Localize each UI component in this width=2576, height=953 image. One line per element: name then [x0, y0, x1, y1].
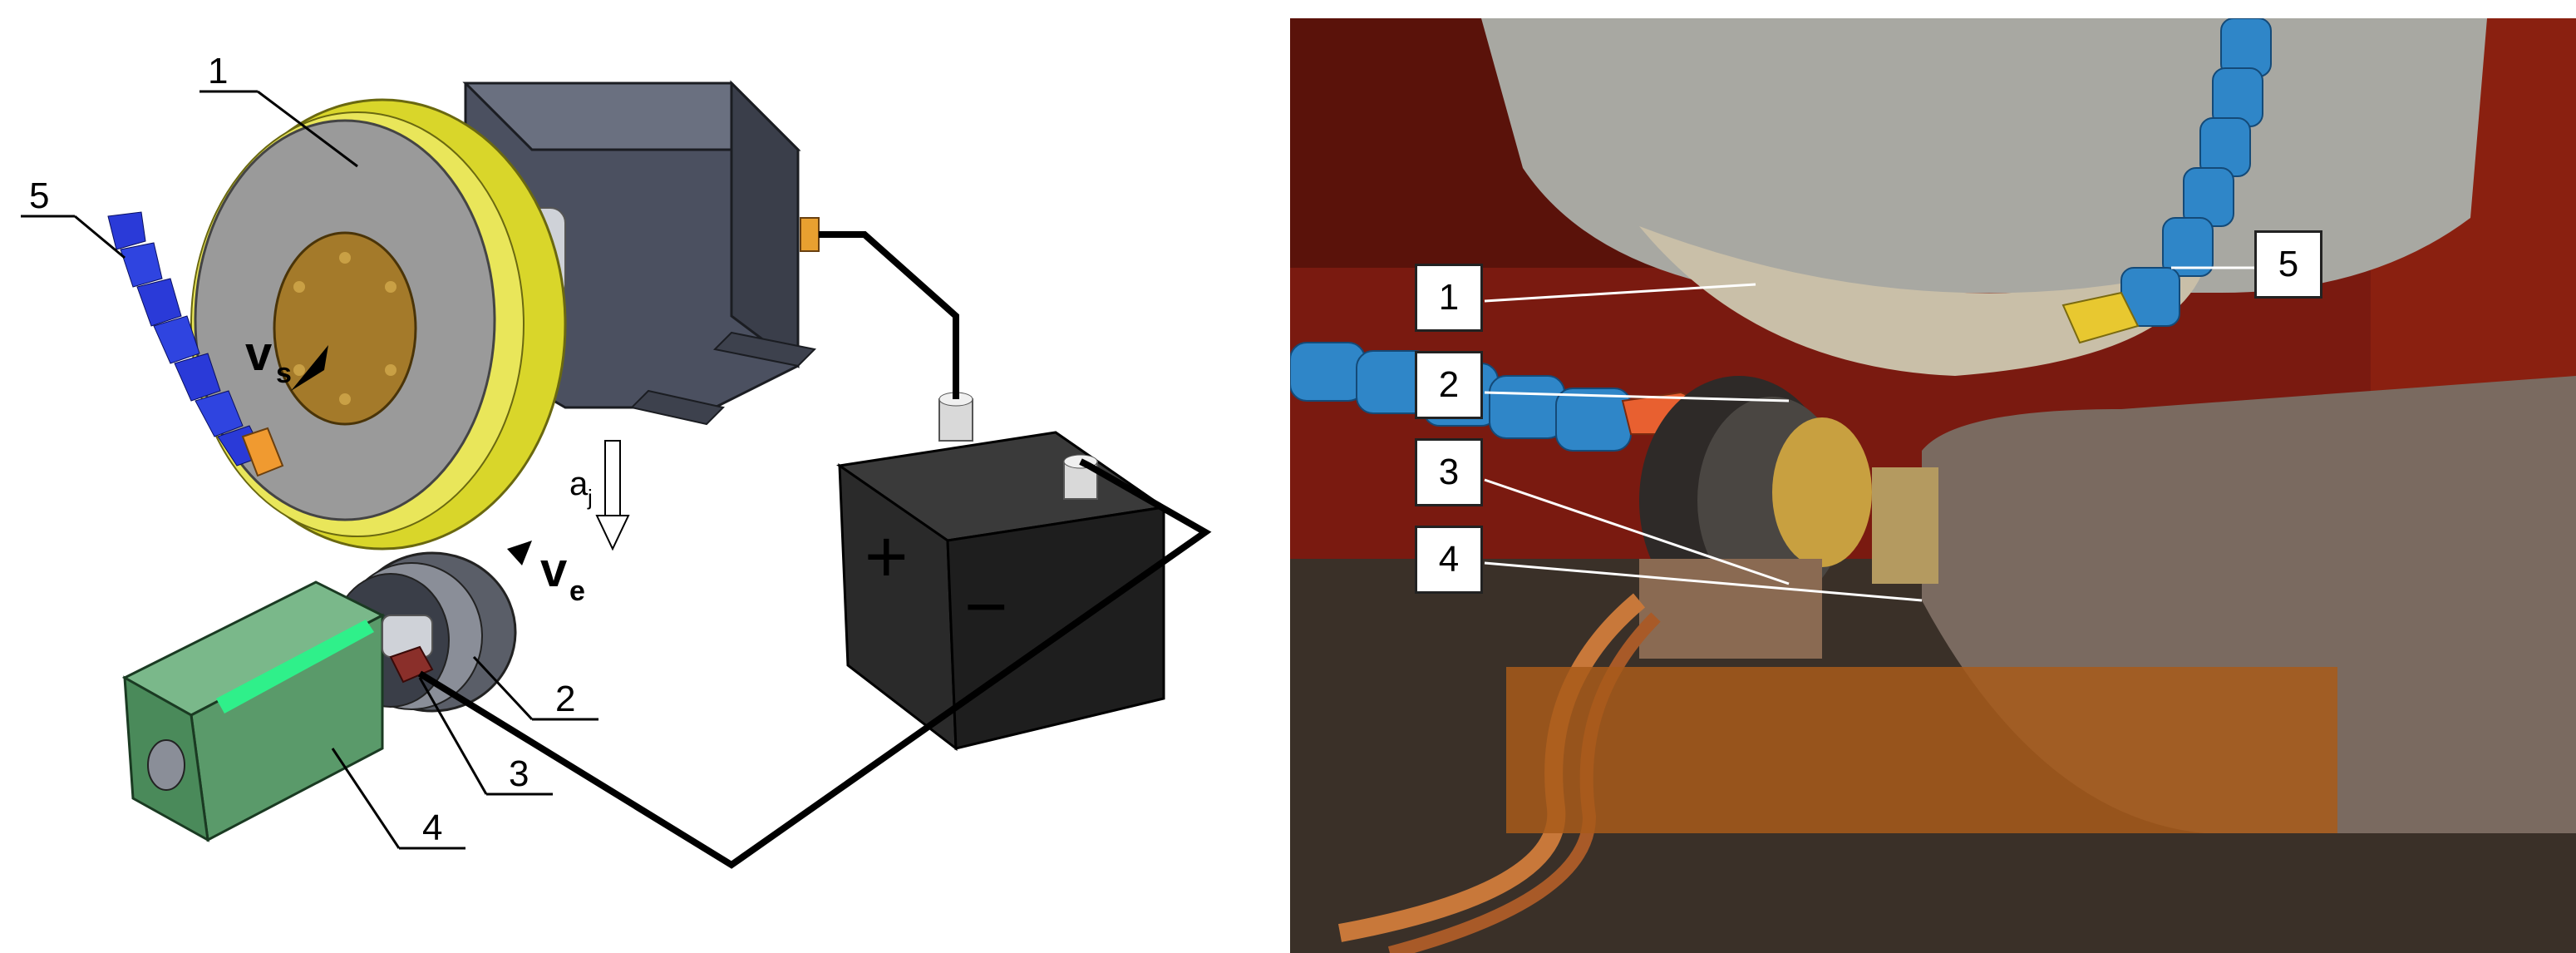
photo-grinding-wheel [1639, 226, 2204, 376]
photo-coolant-right [2061, 18, 2272, 344]
feed-label: a [569, 466, 589, 502]
battery: + − [836, 392, 1167, 752]
battery-plus: + [864, 516, 909, 599]
grinding-wheel [190, 98, 567, 551]
wheel-velocity-label: v [245, 327, 272, 381]
electrode-velocity-sub: e [569, 575, 585, 607]
motor-block [121, 580, 434, 842]
battery-minus: − [964, 565, 1008, 649]
photo-panel: 1 2 3 4 5 [1290, 18, 2576, 953]
photo-wheel-guard [1481, 18, 2487, 293]
photo-label-3: 3 [1415, 438, 1483, 506]
photo-base-plate [1506, 667, 2337, 833]
wheel-velocity-sub: s [276, 358, 292, 389]
wheel-hub [273, 231, 417, 426]
schematic-panel: + − a j v s v e 1 5 2 3 [0, 0, 1263, 953]
schematic-drawing: + − a j v s v e 1 5 2 3 [21, 51, 1212, 869]
schematic-label-2: 2 [555, 679, 575, 719]
feed-arrow [595, 440, 630, 551]
schematic-label-1: 1 [208, 51, 228, 91]
schematic-label-4: 4 [422, 807, 442, 848]
schematic-label-3: 3 [509, 753, 529, 794]
schematic-label-5: 5 [29, 175, 49, 216]
feed-sub: j [587, 485, 593, 510]
photo-label-2: 2 [1415, 351, 1483, 419]
wiring [417, 231, 1212, 869]
photo-scene [1290, 18, 2576, 953]
schematic-callouts [21, 90, 598, 850]
coolant-nozzle [107, 211, 284, 477]
electrode-velocity-label: v [540, 543, 567, 597]
photo-brush-block [1639, 559, 1822, 659]
photo-label-1: 1 [1415, 264, 1483, 332]
photo-label-5: 5 [2254, 230, 2322, 299]
photo-label-4: 4 [1415, 526, 1483, 594]
photo-callout-lines [1484, 266, 2254, 602]
